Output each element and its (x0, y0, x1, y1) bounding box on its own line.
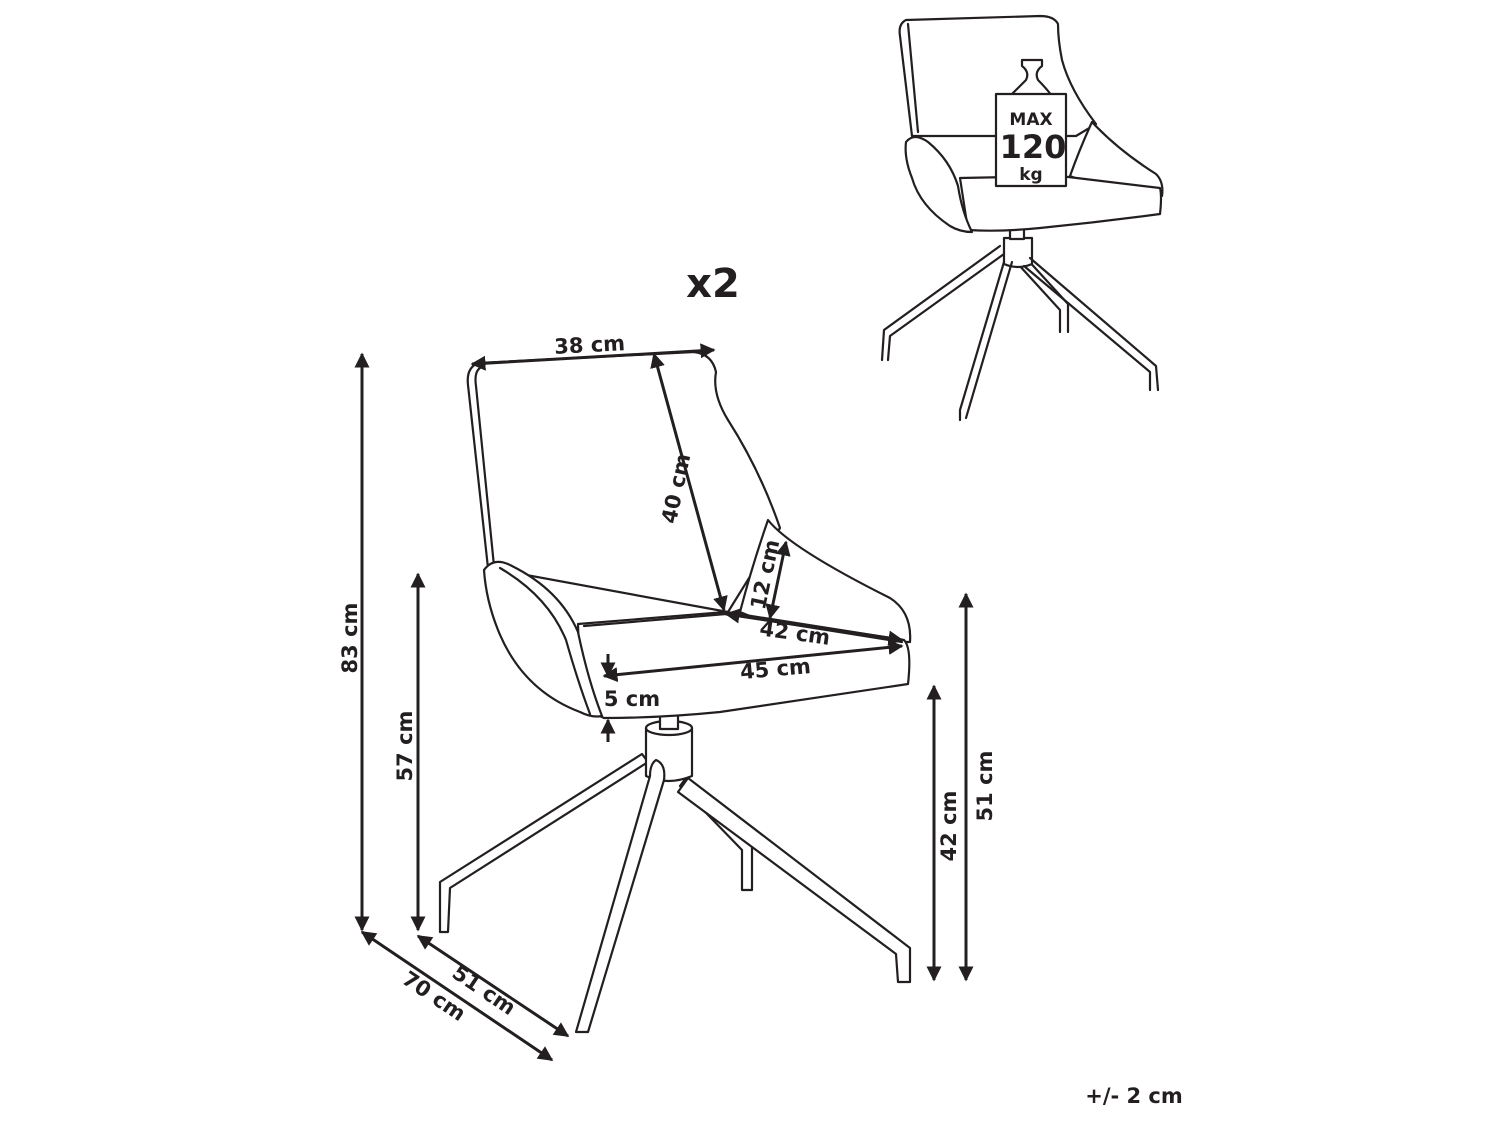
dimension-lines (354, 343, 974, 1062)
small-armrest-right (1068, 120, 1164, 198)
dim-line-depth-total (360, 930, 554, 1062)
front-leg-right (676, 776, 912, 984)
small-front-leg-right (1022, 256, 1160, 392)
small-backrest-edge (906, 22, 920, 134)
label-total-height: 83 cm (338, 603, 362, 674)
small-armrest-left (904, 135, 974, 234)
max-load-unit: kg (1019, 165, 1042, 185)
dim-line-seat-width (602, 639, 904, 683)
quantity-label: x2 (686, 261, 740, 307)
small-chair-drawing (880, 14, 1164, 422)
label-armrest-height: 57 cm (393, 711, 417, 782)
label-back-width: 38 cm (554, 331, 626, 359)
max-load-top: MAX (1009, 110, 1052, 130)
small-seat (958, 174, 1163, 232)
label-max-seat-height: 51 cm (973, 751, 997, 822)
small-front-leg-left (958, 260, 1014, 422)
tolerance-label: +/- 2 cm (1085, 1084, 1183, 1108)
label-seat-thickness: 5 cm (604, 687, 660, 711)
small-swivel-hub (1002, 236, 1034, 269)
dim-line-armrest-above-seat (765, 540, 791, 620)
dim-line-back-height (650, 352, 728, 612)
label-seat-height: 42 cm (937, 791, 961, 862)
armrest-left (482, 560, 604, 718)
armrest-left-seam (498, 566, 592, 716)
max-load-value: 120 (1000, 128, 1067, 166)
weight-icon: MAX 120 kg (994, 58, 1068, 188)
dim-line-back-width (470, 343, 716, 371)
front-leg-left (574, 758, 666, 1034)
dim-line-seat-depth (724, 608, 904, 646)
small-back-leg-left (880, 244, 1006, 362)
